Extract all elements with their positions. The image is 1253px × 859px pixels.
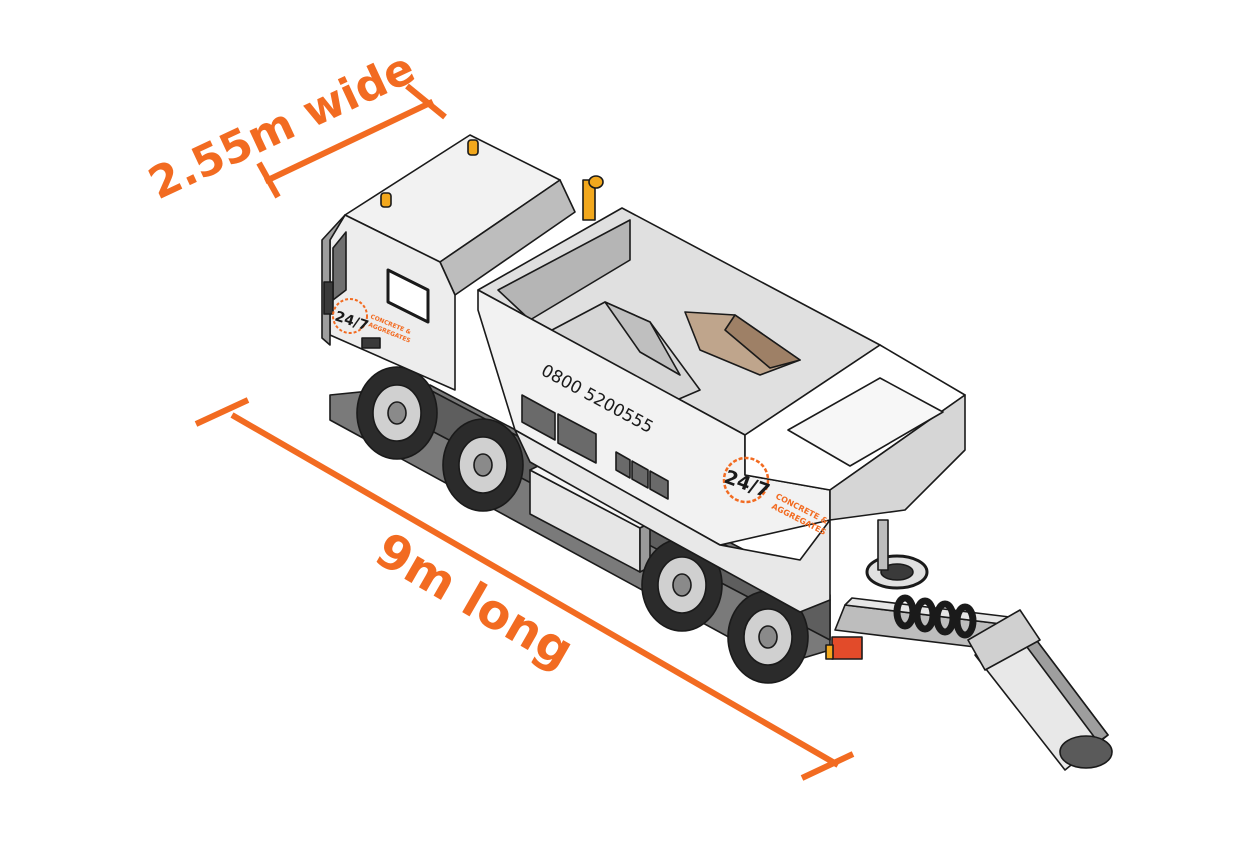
width-dimension-line: [264, 99, 434, 184]
auger-conveyor: [834, 519, 1113, 771]
wheel-front-2: [442, 418, 524, 512]
wheel-rear-2: [727, 590, 809, 684]
hopper-lid: [787, 377, 944, 467]
auger-post: [877, 519, 889, 571]
length-dimension-line: [230, 412, 840, 768]
length-dimension-tick-start: [194, 397, 250, 427]
rear-light-cluster: [825, 636, 863, 660]
truck: 24/7 CONCRETE & AGGREGATES: [321, 134, 1113, 771]
width-dimension-tick-right: [405, 83, 447, 120]
beacon-front-icon: [380, 192, 392, 208]
storage-box-3: [615, 451, 631, 479]
cab-step: [361, 337, 381, 349]
discharge-chute-mouth: [1059, 735, 1113, 769]
chute-collar: [967, 609, 1041, 671]
cab: 24/7 CONCRETE & AGGREGATES: [321, 134, 576, 391]
aggregate-pile-brown-shade: [724, 314, 801, 369]
storage-box-1: [521, 394, 556, 441]
aggregate-pile-grey-shade: [604, 301, 681, 376]
width-dimension-tick-left: [256, 161, 281, 199]
exhaust-stack: [582, 175, 604, 221]
wheel-rear-1: [641, 538, 723, 632]
hopper: 0800 5200555 24/7 CONCRETE & AGGREGATES: [477, 207, 966, 613]
cab-side-window: [386, 268, 430, 324]
auger-spiral-icon: [893, 594, 977, 639]
wheel-front-1: [356, 366, 438, 460]
hopper-interior-far: [497, 219, 631, 321]
length-dimension-tick-end: [800, 751, 855, 781]
hopper-side-lower: [514, 429, 831, 613]
storage-box-4: [631, 460, 649, 489]
cab-mirror: [323, 281, 334, 315]
storage-box-2: [557, 413, 597, 464]
storage-box-5: [649, 470, 669, 500]
beacon-rear-icon: [467, 139, 479, 156]
